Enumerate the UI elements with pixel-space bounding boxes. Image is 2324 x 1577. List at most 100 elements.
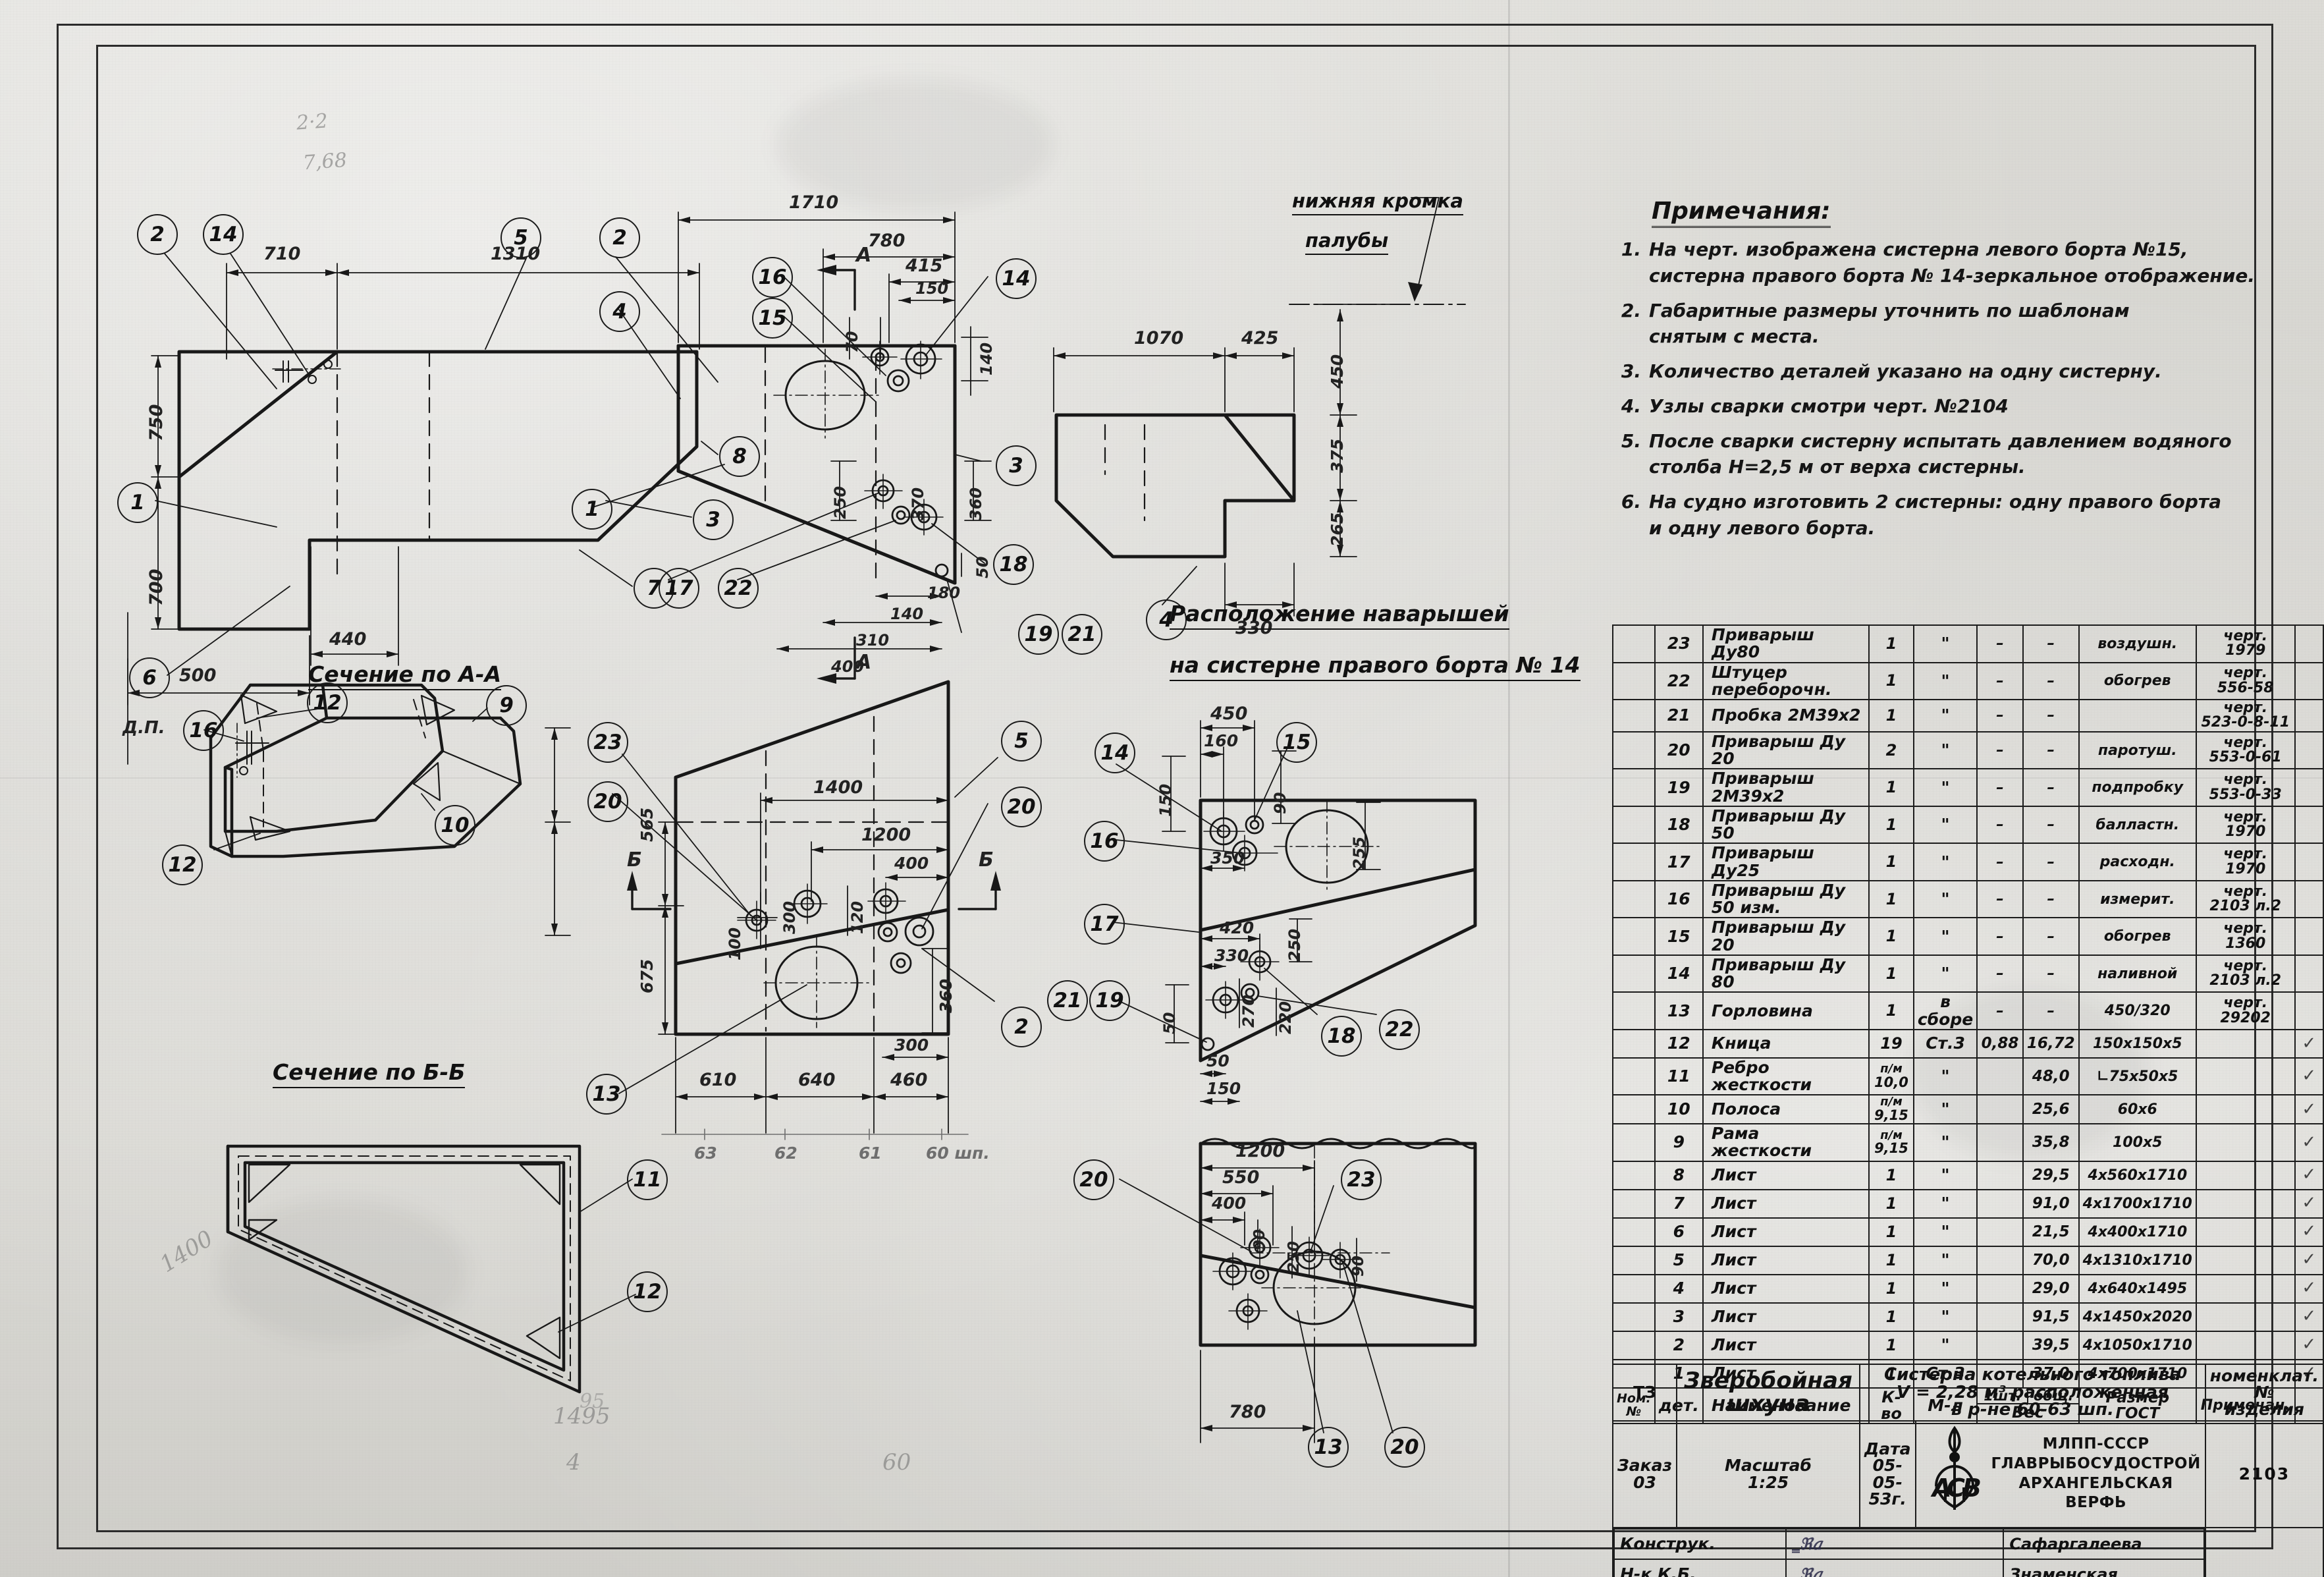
dim-750: 750 [146,404,167,441]
balloon-aa12a[interactable]: 12 [307,682,348,723]
svg-text:А: А [1930,1474,1951,1503]
balloon-3[interactable]: 3 [693,499,734,540]
frame-62: 62 [774,1144,797,1163]
balloon-p5[interactable]: 5 [1001,721,1042,761]
spec-cell-ml: " [1912,1330,1978,1360]
spec-cell-kvo: 2 [1868,731,1914,770]
dim-b400: 400 [1212,1194,1247,1213]
spec-cell-weight-unit [1976,1188,2024,1219]
balloon-s3[interactable]: 3 [996,445,1037,486]
balloon-s19[interactable]: 19 [1018,614,1059,655]
balloon-n17[interactable]: 17 [1084,904,1125,945]
spec-cell-gost: черт.2103 л.2 [2195,879,2296,919]
balloon-1[interactable]: 1 [117,482,158,523]
balloon-s17[interactable]: 17 [659,568,699,609]
spec-cell-weight-total: 48,0 [2022,1057,2080,1096]
balloon-b20b[interactable]: 20 [1384,1427,1425,1468]
spec-cell-blank [1612,1160,1656,1190]
balloon-s4[interactable]: 4 [599,291,640,332]
balloon-n22[interactable]: 22 [1379,1009,1420,1050]
spec-cell-kvo: 1 [1868,699,1914,733]
balloon-s16[interactable]: 16 [752,257,793,298]
spec-cell-gost [2195,1217,2296,1247]
balloon-s1[interactable]: 1 [572,489,612,530]
spec-cell-ml: " [1912,805,1978,844]
dim-370: 370 [909,487,927,520]
balloon-s15[interactable]: 15 [752,298,793,339]
balloon-n14[interactable]: 14 [1094,733,1135,773]
balloon-8[interactable]: 8 [719,436,760,477]
balloon-b20a[interactable]: 20 [1073,1159,1114,1200]
note-item: 2.Габаритные размеры уточнить по шаблона… [1611,298,2276,350]
balloon-6[interactable]: 6 [129,657,170,698]
dim-n90: 90 [1271,792,1289,814]
spec-cell-kvo: 1 [1868,1188,1914,1219]
spec-cell-kvo: 1 [1868,805,1914,844]
balloon-s22[interactable]: 22 [718,568,759,609]
spec-cell-weight-unit: – [1976,624,2024,663]
spec-cell-weight-total: 29,0 [2022,1273,2080,1304]
spec-cell-blank [1612,768,1656,807]
balloon-aa9[interactable]: 9 [486,685,527,726]
dim-425: 425 [1241,328,1279,348]
spec-cell-gost: черт.1360 [2195,917,2296,956]
balloon-p13[interactable]: 13 [586,1074,627,1115]
balloon-b23[interactable]: 23 [1341,1159,1382,1200]
dim-n150: 150 [1156,783,1175,817]
balloon-aa16[interactable]: 16 [183,710,224,751]
dim-1070: 1070 [1134,328,1184,348]
balloon-n18[interactable]: 18 [1321,1016,1362,1057]
balloon-2[interactable]: 2 [137,214,178,255]
balloon-n15[interactable]: 15 [1276,722,1317,763]
spec-cell-pos: 15 [1654,917,1704,956]
spec-cell-ml: " [1912,1273,1978,1304]
balloon-s21[interactable]: 21 [1062,614,1102,655]
balloon-s14[interactable]: 14 [996,258,1037,299]
balloon-s2[interactable]: 2 [599,217,640,258]
dim-n50a: 50 [1160,1012,1179,1034]
balloon-5[interactable]: 5 [500,217,541,258]
dim-375: 375 [1328,438,1347,473]
balloon-p20b[interactable]: 20 [1001,787,1042,827]
balloon-n21[interactable]: 21 [1047,980,1088,1021]
balloon-n19[interactable]: 19 [1089,980,1130,1021]
spec-cell-name: Ребро жесткости [1702,1057,1870,1096]
balloon-14[interactable]: 14 [203,214,244,255]
paper-stain [777,79,1054,211]
note-number: 3. [1621,360,1641,382]
balloon-aa12b[interactable]: 12 [162,844,203,885]
balloon-n16[interactable]: 16 [1084,821,1125,862]
balloon-p20a[interactable]: 20 [587,781,628,822]
spec-cell-gost: черт.1979 [2195,624,2296,663]
balloon-s18[interactable]: 18 [993,544,1034,585]
spec-cell-gost: черт.523-0-8-11 [2195,699,2296,733]
dim-310: 310 [856,631,890,650]
spec-cell-gost [2195,1160,2296,1190]
balloon-bb11[interactable]: 11 [627,1159,668,1200]
spec-cell-name: Приварыш Ду 50 изм. [1702,879,1870,919]
spec-cell-weight-total: – [2022,917,2080,956]
balloon-p23[interactable]: 23 [587,722,628,763]
spec-cell-kvo: 1 [1868,843,1914,881]
dim-400: 400 [831,657,865,676]
spec-cell-name: Приварыш Ду25 [1702,843,1870,881]
balloon-p2[interactable]: 2 [1001,1007,1042,1047]
spec-cell-kvo: 1 [1868,1302,1914,1332]
balloon-b13[interactable]: 13 [1308,1427,1349,1468]
spec-cell-weight-total: 21,5 [2022,1217,2080,1247]
spec-cell-pos: 11 [1654,1057,1704,1096]
balloon-aa10[interactable]: 10 [435,805,475,846]
tb-ship: Зверобойная шхуна [1676,1364,1860,1422]
spec-cell-ml: " [1912,699,1978,733]
spec-cell-gost: черт.553-0-33 [2195,768,2296,807]
spec-cell-prim: ✓ [2294,1302,2324,1332]
dim-n350: 350 [1210,848,1245,868]
balloon-bb12[interactable]: 12 [627,1271,668,1312]
